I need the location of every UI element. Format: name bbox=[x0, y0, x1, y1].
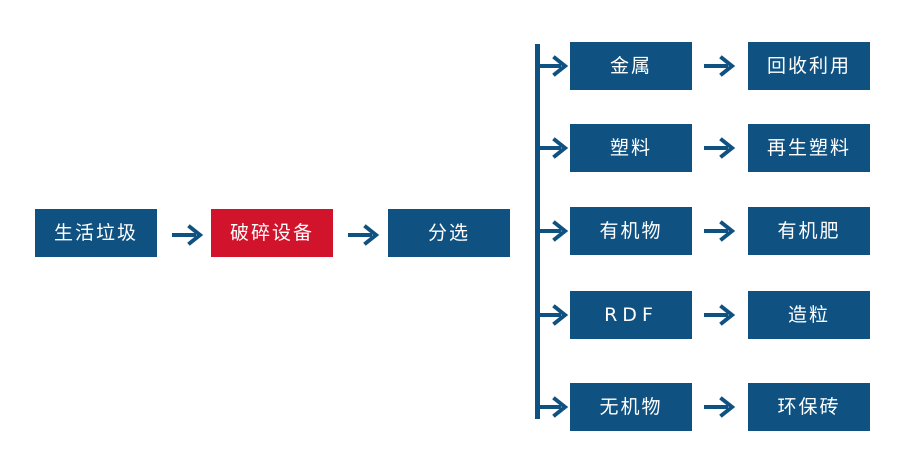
node-product-recycled-plastic[interactable]: 再生塑料 bbox=[748, 124, 870, 172]
node-sorting[interactable]: 分选 bbox=[388, 209, 510, 257]
branch-arrow-icon bbox=[535, 394, 569, 420]
arrow-right-icon bbox=[702, 53, 736, 79]
arrow-right-icon bbox=[702, 135, 736, 161]
node-crushing-equipment[interactable]: 破碎设备 bbox=[211, 209, 333, 257]
node-product-eco-brick[interactable]: 环保砖 bbox=[748, 383, 870, 431]
node-material-inorganic[interactable]: 无机物 bbox=[570, 383, 692, 431]
branch-arrow-icon bbox=[535, 302, 569, 328]
branch-arrow-icon bbox=[535, 53, 569, 79]
branch-arrow-icon bbox=[535, 135, 569, 161]
node-material-metal[interactable]: 金属 bbox=[570, 42, 692, 90]
arrow-right-icon bbox=[702, 218, 736, 244]
node-product-granulation[interactable]: 造粒 bbox=[748, 291, 870, 339]
arrow-right-icon bbox=[702, 394, 736, 420]
node-material-rdf[interactable]: RDF bbox=[570, 291, 692, 339]
node-material-organic[interactable]: 有机物 bbox=[570, 207, 692, 255]
arrow-right-icon bbox=[702, 302, 736, 328]
arrow-right-icon bbox=[170, 222, 204, 248]
arrow-right-icon bbox=[346, 222, 380, 248]
branch-arrow-icon bbox=[535, 218, 569, 244]
node-product-recycling[interactable]: 回收利用 bbox=[748, 42, 870, 90]
node-product-organic-fertilizer[interactable]: 有机肥 bbox=[748, 207, 870, 255]
node-material-plastic[interactable]: 塑料 bbox=[570, 124, 692, 172]
node-input-waste[interactable]: 生活垃圾 bbox=[35, 209, 157, 257]
